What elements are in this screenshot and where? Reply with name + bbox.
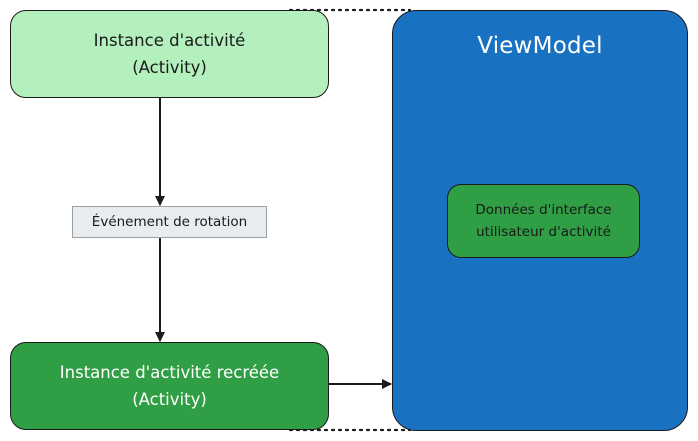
recreated-activity-label: Instance d'activité recréée bbox=[59, 363, 280, 382]
activity-instance-label: Instance d'activité bbox=[93, 31, 246, 50]
rotation-event-node: Événement de rotation bbox=[72, 206, 267, 238]
activity-instance-sublabel: (Activity) bbox=[132, 58, 207, 77]
recreated-activity-node: Instance d'activité recréée (Activity) bbox=[10, 342, 329, 430]
ui-data-sublabel: utilisateur d'activité bbox=[476, 224, 611, 240]
viewmodel-title: ViewModel bbox=[477, 33, 603, 59]
recreated-activity-sublabel: (Activity) bbox=[132, 390, 207, 409]
viewmodel-node: ViewModel Données d'interface utilisateu… bbox=[392, 10, 688, 431]
activity-instance-node: Instance d'activité (Activity) bbox=[10, 10, 329, 98]
ui-data-node: Données d'interface utilisateur d'activi… bbox=[447, 184, 640, 258]
rotation-event-label: Événement de rotation bbox=[91, 214, 248, 230]
ui-data-label: Données d'interface bbox=[475, 202, 612, 218]
